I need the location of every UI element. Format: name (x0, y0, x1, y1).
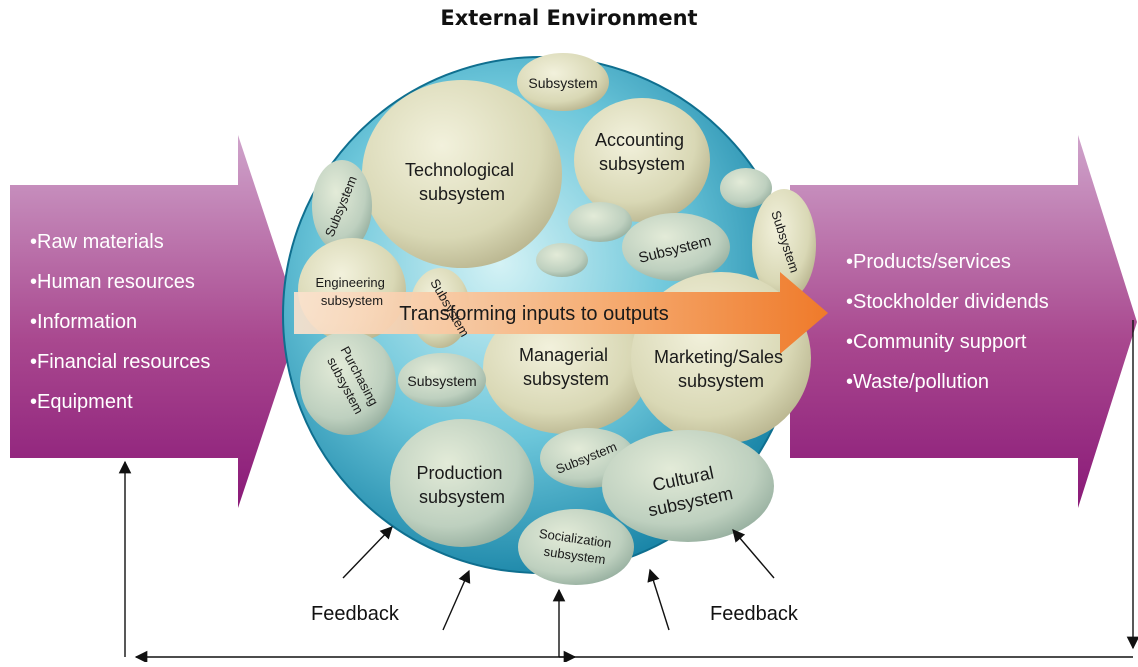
bubble-cultural (602, 430, 774, 542)
bubble-purchasing (300, 331, 396, 435)
bubble-socialization (518, 509, 634, 585)
label-transform: Transforming inputs to outputs (399, 303, 668, 325)
bubble-production (390, 419, 534, 547)
input-list: Raw materials Human resources Informatio… (30, 222, 210, 422)
bubble-center-subsystem (398, 353, 486, 407)
output-item: Waste/pollution (846, 362, 1049, 402)
bubble-right-subsystem (752, 189, 816, 301)
label-engineering: Engineering subsystem (315, 275, 388, 308)
feedback-arrow-1 (342, 526, 393, 579)
feedback-arrow-2 (442, 569, 471, 631)
bubble-small-1 (720, 168, 772, 208)
feedback-arrows (342, 526, 775, 631)
input-item: Financial resources (30, 342, 210, 382)
feedback-arrow-4 (732, 529, 775, 579)
bubble-accounting (574, 98, 710, 222)
transforming-arrow (294, 272, 828, 354)
label-top-subsystem: Subsystem (528, 75, 597, 91)
label-center-subsystem: Subsystem (407, 373, 476, 389)
input-item: Equipment (30, 382, 210, 422)
input-item: Human resources (30, 262, 210, 302)
label-accounting: Accounting subsystem (595, 130, 689, 174)
input-item: Raw materials (30, 222, 210, 262)
bubble-managerial (483, 302, 649, 434)
output-item: Stockholder dividends (846, 282, 1049, 322)
feedback-loop (118, 320, 1138, 664)
bubble-technological (362, 80, 562, 268)
output-item: Community support (846, 322, 1049, 362)
label-marketing: Marketing/Sales subsystem (654, 347, 788, 391)
feedback-label-left: Feedback (311, 603, 399, 625)
label-technological: Technological subsystem (405, 160, 519, 204)
label-managerial: Managerial subsystem (519, 345, 613, 389)
feedback-arrow-3 (647, 568, 670, 631)
bubble-top-subsystem (517, 53, 609, 111)
feedback-label-right: Feedback (710, 603, 798, 625)
bubble-small-3 (536, 243, 588, 277)
output-list: Products/services Stockholder dividends … (846, 242, 1049, 402)
output-item: Products/services (846, 242, 1049, 282)
input-item: Information (30, 302, 210, 342)
label-production: Production subsystem (416, 463, 507, 507)
bubble-mid-subsystem (622, 213, 730, 281)
bubble-left-subsystem (312, 160, 372, 252)
diagram-title: External Environment (440, 6, 698, 30)
bubble-small-2 (568, 202, 632, 242)
